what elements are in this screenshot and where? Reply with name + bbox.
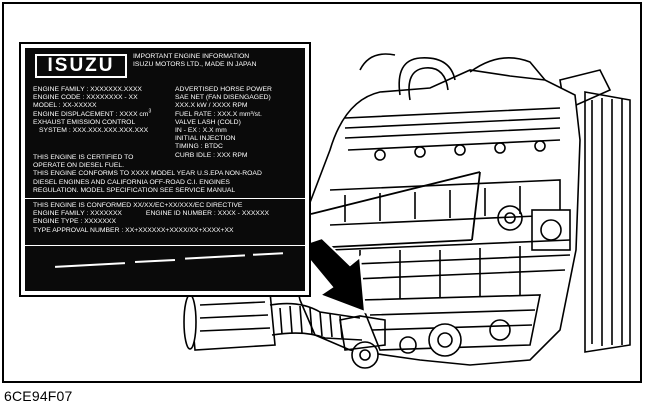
engine-id-number: ENGINE ID NUMBER : XXXX - XXXXXX (145, 210, 270, 218)
label-line: THIS ENGINE IS CERTIFIED TO (33, 154, 134, 161)
label-line: INITIAL INJECTION (175, 135, 236, 143)
label-line: FUEL RATE : XXX.X mm³/st. (175, 110, 262, 118)
label-line: THIS ENGINE IS CONFORMED XX/XX/EC+XX/XXX… (33, 202, 243, 209)
label-line: TIMING : BTDC (175, 143, 223, 151)
label-line: ENGINE TYPE : XXXXXXX (33, 218, 116, 226)
engine-family-eu: ENGINE FAMILY : XXXXXXX (33, 210, 122, 218)
label-line: THIS ENGINE CONFORMS TO XXXX MODEL YEAR … (33, 170, 262, 178)
label-line: ADVERTISED HORSE POWER (175, 86, 272, 93)
dash-line (252, 252, 284, 256)
engine-information-label: ISUZU IMPORTANT ENGINE INFORMATION ISUZU… (19, 42, 311, 297)
header-line: IMPORTANT ENGINE INFORMATION (133, 53, 250, 60)
serial-area (25, 245, 305, 291)
header-line: ISUZU MOTORS LTD., MADE IN JAPAN (133, 61, 257, 69)
label-line: CURB IDLE : XXX RPM (175, 151, 248, 159)
label-left-column: ENGINE FAMILY : XXXXXXX.XXXX ENGINE CODE… (33, 86, 173, 135)
pointer-arrow (296, 236, 367, 314)
isuzu-logo: ISUZU (35, 54, 127, 78)
dash-line (54, 262, 126, 268)
dash-line (134, 258, 176, 264)
label-line: XXX.X kW / XXXX RPM (175, 102, 248, 110)
label-line: ENGINE FAMILY : XXXXXXX ENGINE ID NUMBER … (25, 210, 305, 218)
figure-frame (2, 2, 642, 383)
label-plate: ISUZU IMPORTANT ENGINE INFORMATION ISUZU… (25, 48, 305, 291)
conformity-section: THIS ENGINE IS CONFORMED XX/XX/EC+XX/XXX… (25, 198, 305, 235)
displacement-text: ENGINE DISPLACEMENT : XXXX cm (33, 110, 149, 118)
label-header: IMPORTANT ENGINE INFORMATION ISUZU MOTOR… (133, 53, 303, 69)
label-line: SAE NET (FAN DISENGAGED) (175, 94, 271, 102)
dash-line (184, 254, 246, 260)
label-line: ENGINE FAMILY : XXXXXXX.XXXX (33, 86, 142, 93)
label-line: ENGINE DISPLACEMENT : XXXX cm3 (33, 108, 173, 119)
cubic-superscript: 3 (148, 108, 152, 115)
label-line: ENGINE CODE : XXXXXXXX - XX (33, 94, 138, 102)
label-line: VALVE LASH (COLD) (175, 118, 241, 126)
label-line: TYPE APPROVAL NUMBER : XX+XXXXXX+XXXX/XX… (33, 226, 234, 234)
label-line: REGULATION. MODEL SPECIFICATION SEE SERV… (33, 186, 236, 194)
label-line: OPERATE ON DIESEL FUEL. (33, 162, 125, 170)
label-line: SYSTEM : XXX.XXX.XXX.XXX.XXX (39, 127, 149, 135)
figure-id: 6CE94F07 (4, 388, 73, 404)
certification-text: THIS ENGINE IS CERTIFIED TO OPERATE ON D… (33, 154, 303, 195)
label-line: EXHAUST EMISSION CONTROL (33, 118, 136, 126)
label-line: IN - EX : X.X mm (175, 127, 227, 135)
label-line: MODEL : XX-XXXXX (33, 102, 97, 110)
label-line: DIESEL ENGINES AND CALIFORNIA OFF-ROAD C… (33, 178, 230, 186)
label-right-column: ADVERTISED HORSE POWER SAE NET (FAN DISE… (175, 86, 305, 160)
